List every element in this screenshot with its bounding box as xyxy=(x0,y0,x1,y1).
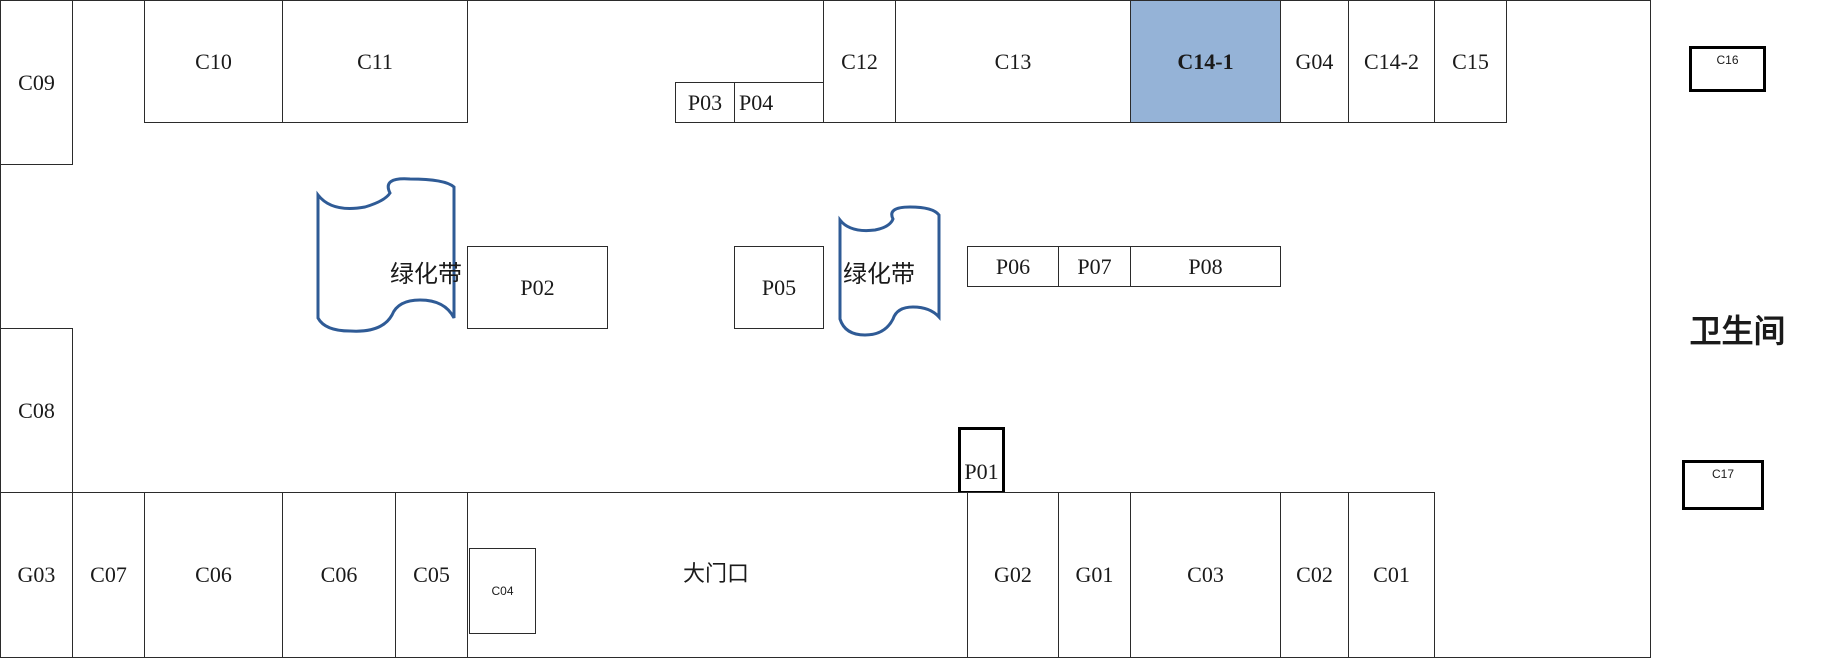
room-c07-label: C07 xyxy=(90,562,127,587)
room-c09-label: C09 xyxy=(18,69,55,95)
room-c15[interactable]: C15 xyxy=(1434,0,1507,123)
room-c06-right-label: C06 xyxy=(320,562,358,587)
green-belt-2-shape xyxy=(838,205,941,337)
parking-p08-label: P08 xyxy=(1188,253,1223,279)
room-c02[interactable]: C02 xyxy=(1280,492,1349,658)
room-c14-1[interactable]: C14-1 xyxy=(1130,0,1281,123)
room-c15-label: C15 xyxy=(1452,48,1489,74)
room-c10-label: C10 xyxy=(195,48,232,74)
room-c06-left-label: C06 xyxy=(195,562,232,587)
parking-p03[interactable]: P03 xyxy=(675,82,735,123)
room-c07[interactable]: C07 xyxy=(72,492,145,658)
room-c05-label: C05 xyxy=(413,562,450,587)
main-gate-label: 大门口 xyxy=(683,562,750,587)
parking-p04[interactable]: P04 xyxy=(734,82,824,123)
parking-p03-label: P03 xyxy=(687,89,723,115)
room-c08[interactable]: C08 xyxy=(0,328,73,493)
room-c11[interactable]: C11 xyxy=(282,0,468,123)
room-g02[interactable]: G02 xyxy=(967,492,1059,658)
room-c02-label: C02 xyxy=(1296,562,1333,587)
room-c08-label: C08 xyxy=(18,397,55,423)
parking-p06-label: P06 xyxy=(995,253,1031,279)
restroom-label: 卫生间 xyxy=(1689,312,1786,350)
room-c05[interactable]: C05 xyxy=(395,492,468,658)
room-c12-label: C12 xyxy=(841,48,878,74)
room-g03[interactable]: G03 xyxy=(0,492,73,658)
room-c06-right[interactable]: C06 xyxy=(282,492,396,658)
parking-p02-label: P02 xyxy=(520,274,555,300)
room-c12[interactable]: C12 xyxy=(823,0,896,123)
room-g01[interactable]: G01 xyxy=(1058,492,1131,658)
green-belt-2-label: 绿化带 xyxy=(843,262,915,288)
room-c17-label: C17 xyxy=(1711,467,1734,481)
room-g04[interactable]: G04 xyxy=(1280,0,1349,123)
parking-p02[interactable]: P02 xyxy=(467,246,608,329)
parking-p07-label: P07 xyxy=(1077,253,1112,279)
parking-p01[interactable]: P01 xyxy=(958,427,1005,494)
green-belt-1-label: 绿化带 xyxy=(390,262,462,288)
room-c10[interactable]: C10 xyxy=(144,0,283,123)
room-c13-label: C13 xyxy=(994,48,1032,74)
room-c06-left[interactable]: C06 xyxy=(144,492,283,658)
parking-p04-label: P04 xyxy=(739,89,774,115)
room-c04-label: C04 xyxy=(491,584,514,598)
room-c01-label: C01 xyxy=(1373,562,1410,587)
room-c16-label: C16 xyxy=(1716,53,1739,67)
room-g02-label: G02 xyxy=(994,562,1032,587)
parking-p05[interactable]: P05 xyxy=(734,246,824,329)
room-c09[interactable]: C09 xyxy=(0,0,73,165)
parking-p05-label: P05 xyxy=(761,274,797,300)
parking-p08[interactable]: P08 xyxy=(1130,246,1281,287)
room-c01[interactable]: C01 xyxy=(1348,492,1435,658)
room-c04[interactable]: C04 xyxy=(469,548,536,634)
room-c03-label: C03 xyxy=(1187,562,1224,587)
restroom-area: 卫生间 xyxy=(1650,0,1824,658)
parking-p06[interactable]: P06 xyxy=(967,246,1059,287)
room-c13[interactable]: C13 xyxy=(895,0,1131,123)
room-c14-1-label: C14-1 xyxy=(1177,48,1234,74)
room-c03[interactable]: C03 xyxy=(1130,492,1281,658)
parking-p07[interactable]: P07 xyxy=(1058,246,1131,287)
room-c16[interactable]: C16 xyxy=(1689,46,1766,92)
room-c14-2-label: C14-2 xyxy=(1364,48,1419,74)
room-g04-label: G04 xyxy=(1295,48,1334,74)
room-g01-label: G01 xyxy=(1075,562,1114,587)
main-gate-area: 大门口 xyxy=(467,492,968,658)
room-c11-label: C11 xyxy=(357,48,393,74)
room-g03-label: G03 xyxy=(17,562,56,587)
parking-p01-label: P01 xyxy=(964,459,999,484)
green-belt-1-shape xyxy=(316,177,456,333)
room-c17[interactable]: C17 xyxy=(1682,460,1764,510)
room-c14-2[interactable]: C14-2 xyxy=(1348,0,1435,123)
